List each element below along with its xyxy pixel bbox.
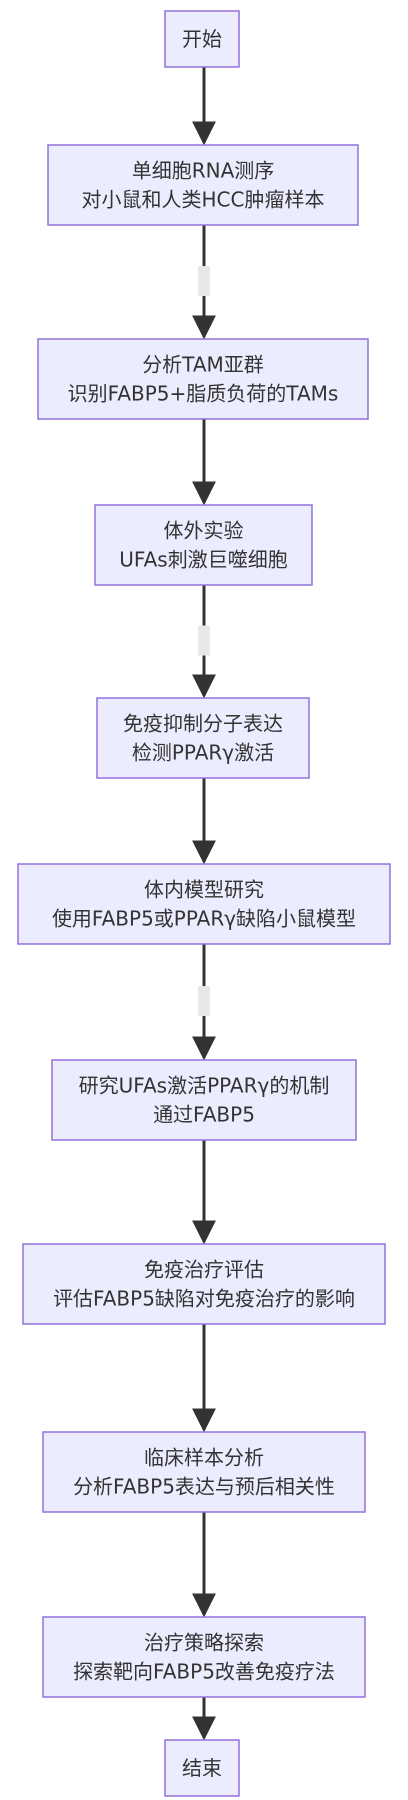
node-label-scrna-line-1: 对小鼠和人类HCC肿瘤样本 — [82, 188, 325, 212]
nodes: 开始单细胞RNA测序对小鼠和人类HCC肿瘤样本分析TAM亚群识别FABP5+脂质… — [17, 10, 391, 1797]
edge-label-invivo-to-mechanism — [198, 986, 210, 1016]
node-label-clinical-line-0: 临床样本分析 — [144, 1446, 264, 1470]
node-label-end-line-0: 结束 — [182, 1756, 222, 1780]
node-label-mechanism-line-1: 通过FABP5 — [153, 1103, 255, 1127]
node-label-start-line-0: 开始 — [182, 27, 222, 51]
node-label-clinical-line-1: 分析FABP5表达与预后相关性 — [73, 1475, 335, 1499]
edge-label-invitro-to-immune — [198, 625, 210, 656]
node-end: 结束 — [164, 1739, 240, 1797]
node-box-mechanism — [51, 1059, 357, 1141]
node-label-invivo-line-0: 体内模型研究 — [144, 878, 264, 902]
node-label-immune-line-1: 检测PPARγ激活 — [132, 741, 274, 765]
node-label-tam-line-0: 分析TAM亚群 — [142, 353, 264, 377]
node-box-scrna — [47, 144, 359, 226]
node-box-clinical — [42, 1431, 366, 1513]
node-invitro: 体外实验 UFAs刺激巨噬细胞 — [94, 504, 313, 586]
node-label-invivo-line-1: 使用FABP5或PPARγ缺陷小鼠模型 — [52, 907, 356, 931]
node-label-mechanism-line-0: 研究UFAs激活PPARγ的机制 — [79, 1074, 330, 1098]
node-label-strategy-line-0: 治疗策略探索 — [144, 1631, 264, 1655]
node-box-invivo — [17, 863, 391, 945]
node-box-invitro — [94, 504, 313, 586]
node-label-invitro-line-0: 体外实验 — [164, 519, 244, 543]
node-label-tam-line-1: 识别FABP5+脂质负荷的TAMs — [68, 382, 339, 406]
node-start: 开始 — [164, 10, 240, 68]
node-box-start — [164, 10, 240, 68]
edge-label-scrna-to-tam — [198, 266, 210, 296]
node-box-strategy — [42, 1616, 366, 1698]
node-box-end — [164, 1739, 240, 1797]
node-label-immune-line-0: 免疫抑制分子表达 — [123, 712, 283, 736]
node-box-immune — [96, 697, 310, 779]
node-box-tam — [37, 338, 369, 420]
node-label-invitro-line-1: UFAs刺激巨噬细胞 — [119, 548, 287, 572]
node-label-immunotherapy-line-0: 免疫治疗评估 — [144, 1258, 264, 1282]
node-label-scrna-line-0: 单细胞RNA测序 — [132, 159, 275, 183]
edges — [192, 67, 216, 1741]
node-box-immunotherapy — [22, 1243, 386, 1325]
node-label-strategy-line-1: 探索靶向FABP5改善免疫疗法 — [73, 1660, 335, 1684]
node-label-immunotherapy-line-1: 评估FABP5缺陷对免疫治疗的影响 — [53, 1287, 355, 1311]
